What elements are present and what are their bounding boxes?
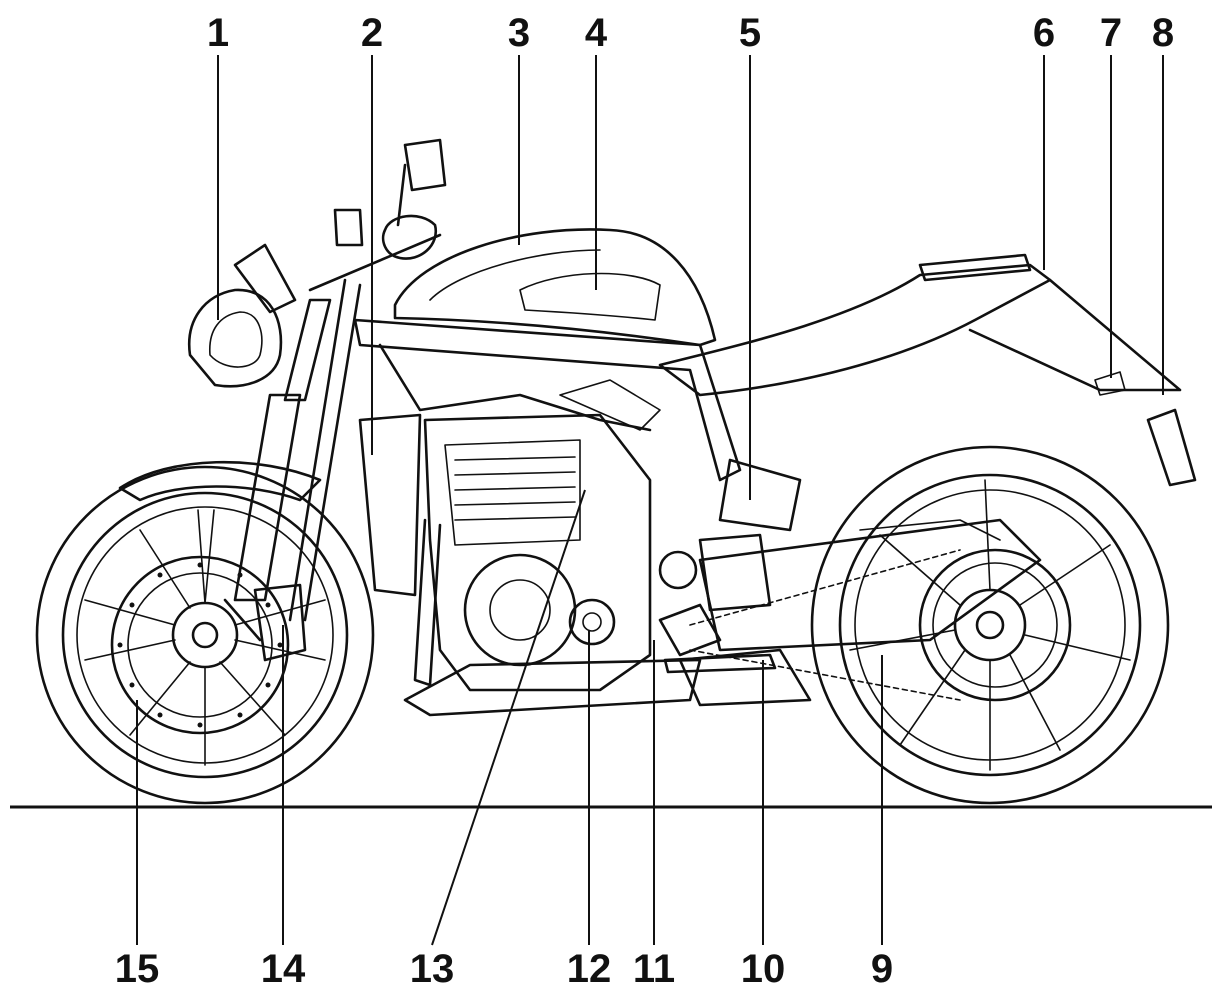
front-fender <box>118 460 322 502</box>
callout-2: 2 <box>361 11 383 55</box>
front-wheel <box>35 465 375 805</box>
callout-4: 4 <box>585 11 608 55</box>
exhaust <box>403 518 812 717</box>
callout-13: 13 <box>410 947 455 991</box>
callout-10: 10 <box>741 947 786 991</box>
callout-6: 6 <box>1033 11 1055 55</box>
seat-tail <box>658 253 1197 487</box>
rear-sprocket <box>918 548 1072 702</box>
frame <box>353 318 742 482</box>
callout-11: 11 <box>633 947 675 991</box>
callout-9: 9 <box>871 947 893 991</box>
front-fork <box>223 278 362 642</box>
front-brake-disc <box>110 555 290 735</box>
footpeg-assembly <box>658 603 777 674</box>
callout-15: 15 <box>115 947 160 991</box>
fuel-tank <box>393 228 717 347</box>
callout-5: 5 <box>739 11 761 55</box>
callout-3: 3 <box>508 11 530 55</box>
front-brake-caliper <box>253 583 307 662</box>
headlight <box>187 243 297 388</box>
radiator <box>358 413 422 597</box>
rear-wheel <box>810 445 1170 805</box>
engine <box>423 413 698 692</box>
drive-chain <box>689 549 961 701</box>
callout-12: 12 <box>567 947 612 991</box>
callout-14: 14 <box>261 947 306 991</box>
leader-lines <box>136 55 1164 946</box>
callout-8: 8 <box>1152 11 1174 55</box>
handlebar <box>308 138 447 292</box>
callout-1: 1 <box>207 11 229 55</box>
callout-7: 7 <box>1100 11 1122 55</box>
